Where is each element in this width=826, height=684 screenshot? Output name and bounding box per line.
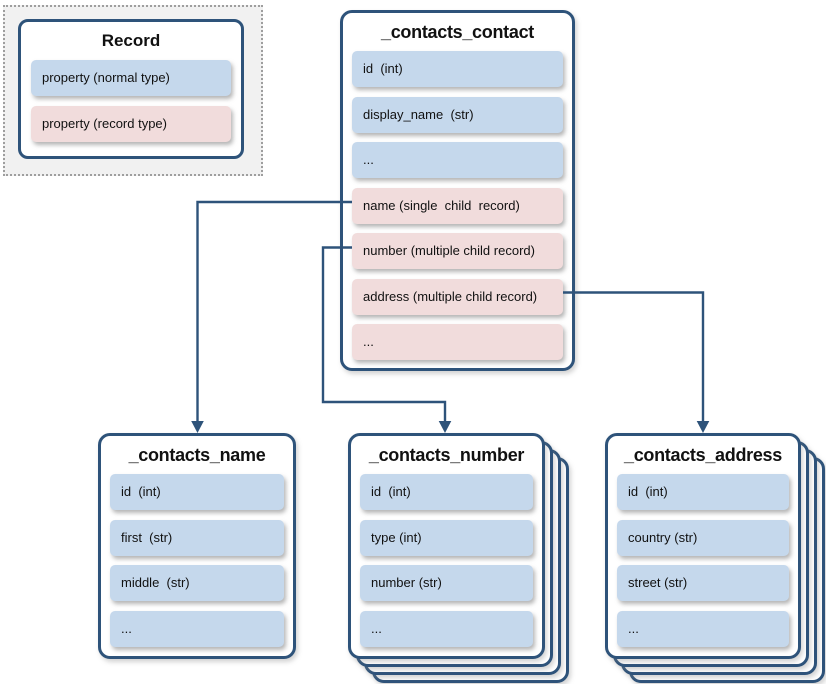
table-rows: id (int) display_name (str) ... name (si… (343, 51, 572, 360)
table-contacts-number: _contacts_number id (int) type (int) num… (348, 433, 545, 659)
legend-box: Record property (normal type) property (… (3, 5, 263, 176)
table-row: id (int) (617, 474, 789, 510)
table-title: _contacts_number (368, 444, 525, 465)
table-row: ... (352, 324, 563, 360)
table-rows: id (int) type (int) number (str) ... (351, 474, 542, 647)
arrowhead-number-icon (438, 421, 452, 433)
table-contacts-contact: _contacts_contact id (int) display_name … (340, 10, 575, 371)
table-row: name (single child record) (352, 187, 563, 224)
table-rows: id (int) first (str) middle (str) ... (101, 474, 293, 647)
table-row: address (multiple child record) (352, 278, 563, 315)
table-title: _contacts_address (624, 444, 782, 465)
table-title: _contacts_name (128, 444, 266, 465)
arrowhead-name-icon (191, 421, 204, 433)
table-rows: id (int) country (str) street (str) ... (608, 474, 798, 647)
table-row: ... (617, 610, 789, 647)
legend-title: Record (101, 31, 161, 50)
table-row: first (str) (110, 519, 284, 556)
table-row: type (int) (360, 519, 533, 556)
legend-row-normal-type: property (normal type) (31, 60, 231, 96)
arrowhead-address-icon (696, 421, 710, 433)
connector-name (196, 200, 352, 423)
table-row: middle (str) (110, 565, 284, 601)
table-row: ... (352, 142, 563, 178)
table-row: country (str) (617, 519, 789, 556)
table-contacts-name: _contacts_name id (int) first (str) midd… (98, 433, 296, 659)
table-contacts-address: _contacts_address id (int) country (str)… (605, 433, 801, 659)
table-row: number (str) (360, 565, 533, 601)
table-row: ... (360, 610, 533, 647)
legend-record-box: Record property (normal type) property (… (18, 19, 244, 159)
table-row: ... (110, 610, 284, 647)
table-row: id (int) (360, 474, 533, 510)
table-row: street (str) (617, 565, 789, 601)
legend-rows: property (normal type) property (record … (21, 60, 241, 142)
table-row: id (int) (110, 474, 284, 510)
legend-row-record-type: property (record type) (31, 105, 231, 142)
table-row: id (int) (352, 51, 563, 87)
table-title: _contacts_contact (381, 21, 534, 42)
connector-address (563, 291, 705, 423)
table-row: display_name (str) (352, 96, 563, 133)
table-row: number (multiple child record) (352, 233, 563, 269)
